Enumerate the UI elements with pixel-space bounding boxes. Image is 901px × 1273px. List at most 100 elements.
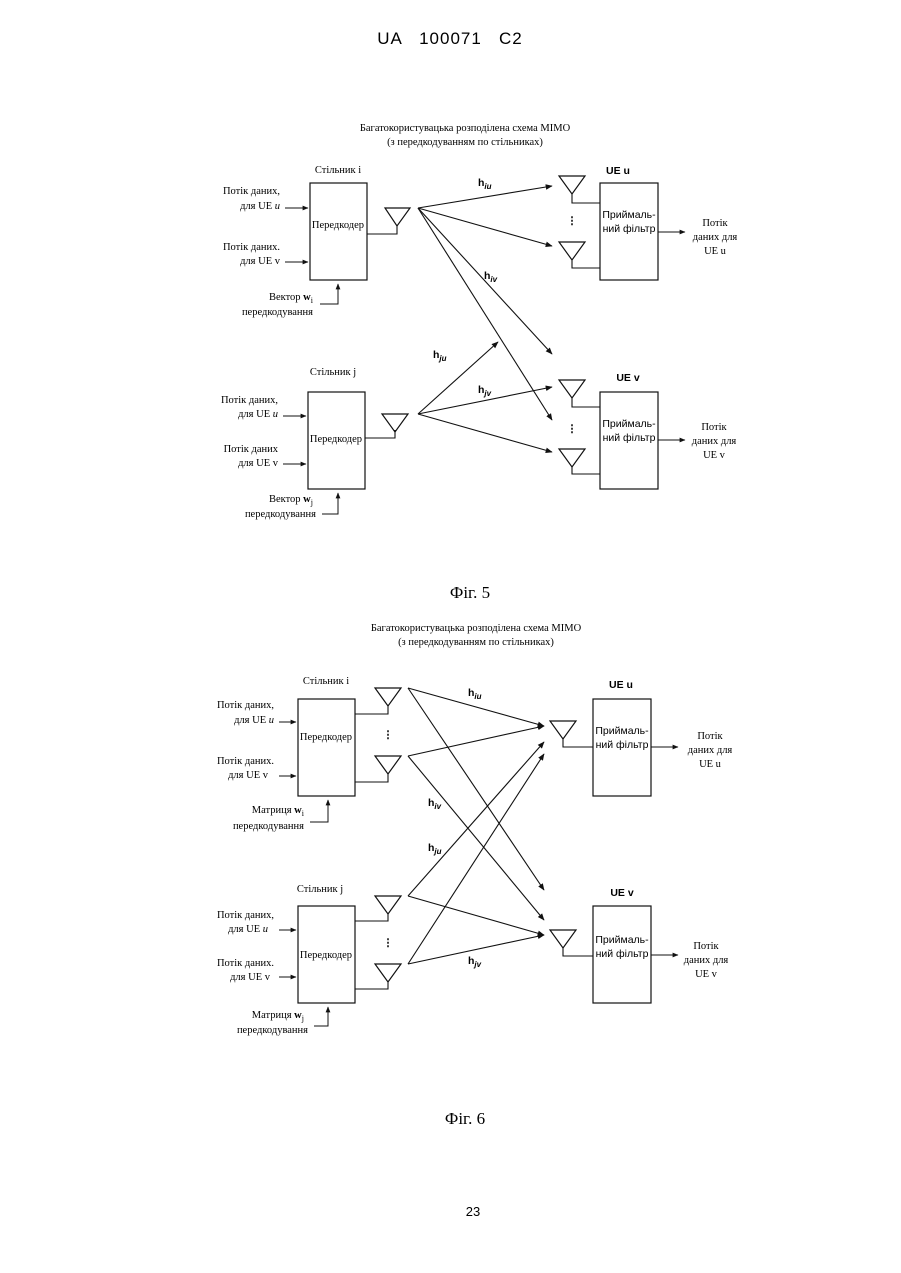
fig5-rx-u-l2: ний фільтр bbox=[603, 223, 656, 235]
fig5-h-iv-label: hiv bbox=[484, 270, 498, 284]
fig5-channel-ju-arrow bbox=[418, 342, 498, 414]
fig6-precoder-i-label: Передкодер bbox=[300, 732, 352, 743]
fig6-matrix-i-l2: передкодування bbox=[233, 821, 304, 832]
fig6-antenna-j2-feed bbox=[355, 982, 388, 989]
fig6-rx-u-l2: ний фільтр bbox=[596, 739, 649, 751]
fig5-ue-u-antenna1-feed bbox=[572, 194, 600, 203]
fig5-ue-u-antenna2-icon bbox=[559, 242, 585, 260]
fig6-ue-u-antenna-icon bbox=[550, 721, 576, 739]
fig5-stream-u-j-l2: для UE u bbox=[238, 409, 278, 420]
fig5-rx-u-l1: Приймаль- bbox=[602, 209, 656, 221]
fig6-antenna-j1-icon bbox=[375, 896, 401, 914]
figure-5: Багатокористувацька розподілена схема MI… bbox=[221, 123, 737, 602]
fig5-ue-v-antenna1-icon bbox=[559, 380, 585, 398]
fig6-out-v-l3: UE v bbox=[695, 969, 718, 980]
fig6-stream-v-j-l1: Потік даних. bbox=[217, 958, 274, 969]
fig6-h-ju-label: hju bbox=[428, 842, 442, 856]
fig5-title-line1: Багатокористувацька розподілена схема MI… bbox=[360, 123, 571, 134]
fig6-stream-u-j-l2: для UE u bbox=[228, 924, 268, 935]
fig6-matrix-j-l1: Матриця wj bbox=[252, 1010, 304, 1023]
fig5-ue-v-label: UE v bbox=[616, 372, 640, 384]
fig5-ue-u-dots-icon: ⋮ bbox=[567, 215, 578, 227]
fig6-antenna-i2-icon bbox=[375, 756, 401, 774]
fig5-ue-v-antenna1-feed bbox=[572, 398, 600, 407]
fig6-precoder-j-label: Передкодер bbox=[300, 950, 352, 961]
fig6-stream-u-j-l1: Потік даних, bbox=[217, 910, 274, 921]
fig5-h-iu-label: hiu bbox=[478, 177, 492, 191]
fig5-cell-j-label: Стільник j bbox=[310, 367, 356, 378]
fig6-ue-u-antenna-feed bbox=[563, 739, 593, 747]
fig6-channel-iu-arrow2 bbox=[408, 726, 544, 756]
fig5-stream-v-j-l2: для UE v bbox=[238, 458, 279, 469]
fig5-stream-u-i-l2: для UE u bbox=[240, 201, 280, 212]
fig6-cell-j-label: Стільник j bbox=[297, 884, 343, 895]
fig5-ue-v-dots-icon: ⋮ bbox=[567, 423, 578, 435]
fig5-antenna-i-icon bbox=[385, 208, 410, 226]
fig6-out-v-l2: даних для bbox=[684, 955, 729, 966]
fig6-ue-v-label: UE v bbox=[610, 887, 634, 899]
fig5-antenna-j-feed bbox=[365, 430, 395, 438]
fig6-h-iu-label: hiu bbox=[468, 687, 482, 701]
fig5-ue-v-antenna2-icon bbox=[559, 449, 585, 467]
fig6-h-iv-label: hiv bbox=[428, 797, 442, 811]
fig6-out-v-l1: Потік bbox=[693, 941, 719, 952]
figure-6: Багатокористувацька розподілена схема MI… bbox=[217, 623, 732, 1128]
fig5-out-v-l3: UE v bbox=[703, 450, 726, 461]
fig5-ue-u-antenna1-icon bbox=[559, 176, 585, 194]
fig6-rx-v-l1: Приймаль- bbox=[595, 934, 649, 946]
fig5-vector-j-l2: передкодування bbox=[245, 509, 316, 520]
patent-header: UA 100071 C2 bbox=[377, 29, 522, 48]
fig5-rx-v-l1: Приймаль- bbox=[602, 418, 656, 430]
fig6-title-line1: Багатокористувацька розподілена схема MI… bbox=[371, 623, 582, 634]
fig5-stream-v-j-l1: Потік даних bbox=[224, 444, 279, 455]
fig5-ue-u-label: UE u bbox=[606, 165, 630, 177]
fig5-vector-i-l2: передкодування bbox=[242, 307, 313, 318]
fig5-h-jv-label: hjv bbox=[478, 384, 492, 398]
fig6-antenna-i2-feed bbox=[355, 774, 388, 782]
fig6-ue-v-antenna-icon bbox=[550, 930, 576, 948]
fig5-stream-u-i-l1: Потік даних, bbox=[223, 186, 280, 197]
fig5-title-line2: (з передкодуванням по стільниках) bbox=[387, 137, 543, 148]
fig5-stream-u-j-l1: Потік даних, bbox=[221, 395, 278, 406]
fig5-cell-i-label: Стільник і bbox=[315, 165, 361, 176]
fig6-h-jv-label: hjv bbox=[468, 955, 482, 969]
fig6-stream-v-j-l2: для UE v bbox=[230, 972, 271, 983]
fig6-antenna-j1-feed bbox=[355, 914, 388, 921]
fig5-vector-i-l1: Вектор wi bbox=[269, 292, 314, 305]
fig5-vector-i-arrow bbox=[320, 284, 338, 304]
fig6-precoder-i-box bbox=[298, 699, 355, 796]
fig6-caption: Фіг. 6 bbox=[445, 1109, 485, 1128]
fig5-out-u-l3: UE u bbox=[704, 246, 727, 257]
fig6-rx-u-l1: Приймаль- bbox=[595, 725, 649, 737]
fig6-matrix-j-arrow bbox=[314, 1007, 328, 1026]
fig5-precoder-i-box bbox=[310, 183, 367, 280]
fig6-out-u-l3: UE u bbox=[699, 759, 722, 770]
fig6-channel-ju-arrow1 bbox=[408, 742, 544, 896]
fig6-out-u-l2: даних для bbox=[688, 745, 733, 756]
fig6-matrix-j-l2: передкодування bbox=[237, 1025, 308, 1036]
fig6-matrix-i-arrow bbox=[310, 800, 328, 822]
fig5-out-v-l1: Потік bbox=[701, 422, 727, 433]
fig6-stream-u-i-l1: Потік даних, bbox=[217, 700, 274, 711]
fig6-ue-u-label: UE u bbox=[609, 679, 633, 691]
fig5-out-u-l1: Потік bbox=[702, 218, 728, 229]
fig6-channel-iv-arrow2 bbox=[408, 756, 544, 920]
fig5-stream-v-i-l1: Потік даних. bbox=[223, 242, 280, 253]
fig5-precoder-i-label: Передкодер bbox=[312, 220, 364, 231]
fig6-channel-jv-arrow1 bbox=[408, 896, 544, 935]
fig5-h-ju-label: hju bbox=[433, 349, 447, 363]
fig6-stream-v-i-l1: Потік даних. bbox=[217, 756, 274, 767]
fig5-caption: Фіг. 5 bbox=[450, 583, 490, 602]
fig6-antenna-i1-feed bbox=[355, 706, 388, 714]
fig6-cell-i-label: Стільник і bbox=[303, 676, 349, 687]
fig6-stream-u-i-l2: для UE u bbox=[234, 715, 274, 726]
fig5-ue-v-antenna2-feed bbox=[572, 467, 600, 474]
fig5-antenna-j-icon bbox=[382, 414, 408, 432]
fig5-rx-v-l2: ний фільтр bbox=[603, 432, 656, 444]
fig5-stream-v-i-l2: для UE v bbox=[240, 256, 281, 267]
fig6-antenna-i1-icon bbox=[375, 688, 401, 706]
fig6-stream-v-i-l2: для UE v bbox=[228, 770, 269, 781]
fig6-out-u-l1: Потік bbox=[697, 731, 723, 742]
fig6-ue-v-antenna-feed bbox=[563, 948, 593, 956]
